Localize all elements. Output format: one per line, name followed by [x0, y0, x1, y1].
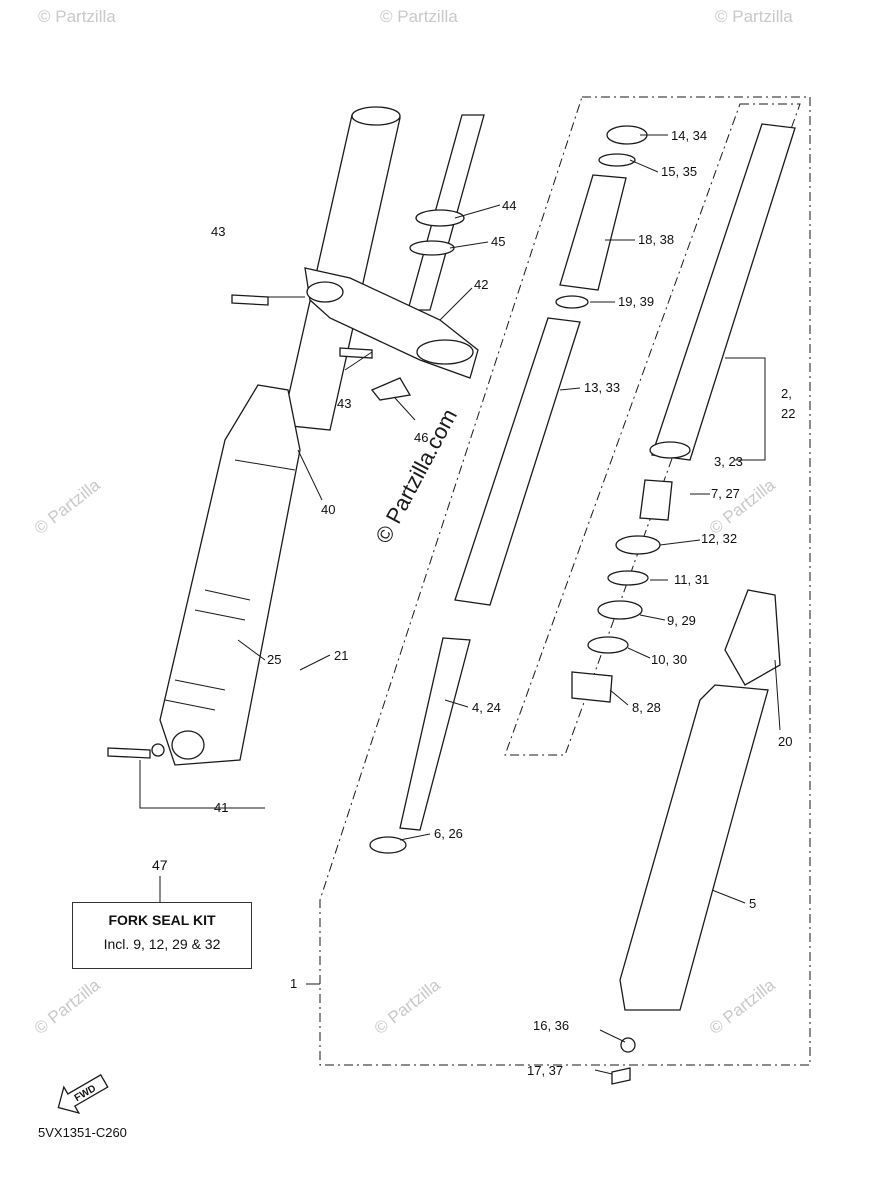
- rebound-spring-6: [369, 836, 407, 854]
- watermark-text: © Partzilla: [706, 475, 779, 538]
- watermark-text: © Partzilla: [706, 975, 779, 1038]
- callout-14-34: 14, 34: [671, 128, 707, 143]
- callout-20: 20: [778, 734, 792, 749]
- callout-42: 42: [474, 277, 488, 292]
- leader-lines: [139, 134, 781, 1075]
- left-bolt-hole: [151, 743, 165, 757]
- callout-43-upper: 43: [211, 224, 225, 239]
- diagram-code: 5VX1351-C260: [38, 1125, 127, 1140]
- callout-labels: 14, 34 15, 35 44 45 18, 38 42 19, 39 43 …: [211, 128, 795, 1078]
- slide-metal-8: [571, 671, 613, 703]
- kit-description: Incl. 9, 12, 29 & 32: [103, 936, 221, 952]
- spacer-18: [559, 174, 627, 291]
- oring-15: [598, 153, 636, 167]
- callout-41: 41: [214, 800, 228, 815]
- bushing-7: [639, 479, 673, 521]
- callout-25: 25: [267, 652, 281, 667]
- outer-tube-5: [619, 684, 769, 1011]
- watermark-text: © Partzilla: [38, 7, 116, 26]
- callout-6-26: 6, 26: [434, 826, 463, 841]
- callout-16-36: 16, 36: [533, 1018, 569, 1033]
- callout-44: 44: [502, 198, 516, 213]
- center-internals: [369, 125, 648, 854]
- callout-21: 21: [334, 648, 348, 663]
- left-inner-tube: [281, 114, 401, 431]
- fork-seal-kit-box: FORK SEAL KIT Incl. 9, 12, 29 & 32: [72, 902, 252, 969]
- callout-10-30: 10, 30: [651, 652, 687, 667]
- watermark-text: © Partzilla: [31, 475, 104, 538]
- callout-22: 22: [781, 406, 795, 421]
- callout-1: 1: [290, 976, 297, 991]
- callout-9-29: 9, 29: [667, 613, 696, 628]
- callout-5: 5: [749, 896, 756, 911]
- callout-18-38: 18, 38: [638, 232, 674, 247]
- inner-boundary: [504, 103, 801, 756]
- watermark-text: © Partzilla: [371, 975, 444, 1038]
- callout-40: 40: [321, 502, 335, 517]
- callout-46: 46: [414, 430, 428, 445]
- callout-11-31: 11, 31: [674, 572, 709, 587]
- bracket-clamp-left: [306, 281, 344, 303]
- callout-8-28: 8, 28: [632, 700, 661, 715]
- bearing-44: [415, 209, 465, 227]
- left-bolt-41: [107, 747, 151, 759]
- callout-2: 2,: [781, 386, 792, 401]
- guard-20: [724, 589, 781, 686]
- spring-13: [454, 317, 581, 606]
- fwd-arrow-shape: [57, 1074, 109, 1115]
- watermark-row-top: © Partzilla © Partzilla © Partzilla: [38, 7, 793, 26]
- bushing-3: [649, 441, 691, 459]
- bracket-clamp-right: [416, 339, 474, 365]
- watermark-text: © Partzilla: [715, 7, 793, 26]
- callout-4-24: 4, 24: [472, 700, 501, 715]
- oil-seal-12: [615, 535, 661, 555]
- inner-tube-2: [651, 123, 796, 461]
- left-fork-assembly: [107, 106, 401, 766]
- left-axle-boss: [171, 730, 205, 760]
- kit-number: 47: [152, 857, 168, 873]
- dust-seal-9: [597, 600, 643, 620]
- fwd-label: FWD: [73, 1083, 98, 1104]
- callout-15-35: 15, 35: [661, 164, 697, 179]
- cable-guide-46: [370, 377, 412, 401]
- fwd-arrow: FWD: [57, 1074, 109, 1115]
- kit-title: FORK SEAL KIT: [108, 912, 216, 928]
- bolt-43-lower: [339, 347, 373, 359]
- callout-13-33: 13, 33: [584, 380, 620, 395]
- damper-rod-4: [399, 637, 471, 831]
- watermark-center: © Partzilla.com: [370, 405, 462, 548]
- assembly-boundary: [319, 96, 811, 1066]
- bolt-17: [611, 1067, 631, 1085]
- bolt-43-upper: [231, 294, 269, 306]
- right-internals: [571, 123, 796, 1085]
- clip-11: [607, 570, 649, 586]
- watermark-text: © Partzilla: [31, 975, 104, 1038]
- steering-assembly: [231, 114, 485, 401]
- callout-3-23: 3, 23: [714, 454, 743, 469]
- seal-45: [409, 240, 455, 256]
- washer-10: [587, 636, 629, 654]
- callout-45: 45: [491, 234, 505, 249]
- washer-16: [620, 1037, 636, 1053]
- callout-7-27: 7, 27: [711, 486, 740, 501]
- washer-19: [555, 295, 589, 309]
- callout-43-lower: 43: [337, 396, 351, 411]
- left-outer-tube: [159, 384, 301, 766]
- left-tube-rings: [164, 459, 296, 711]
- callout-17-37: 17, 37: [527, 1063, 563, 1078]
- watermark-text: © Partzilla: [380, 7, 458, 26]
- left-tube-cap: [351, 106, 401, 126]
- callout-19-39: 19, 39: [618, 294, 654, 309]
- callout-12-32: 12, 32: [701, 531, 737, 546]
